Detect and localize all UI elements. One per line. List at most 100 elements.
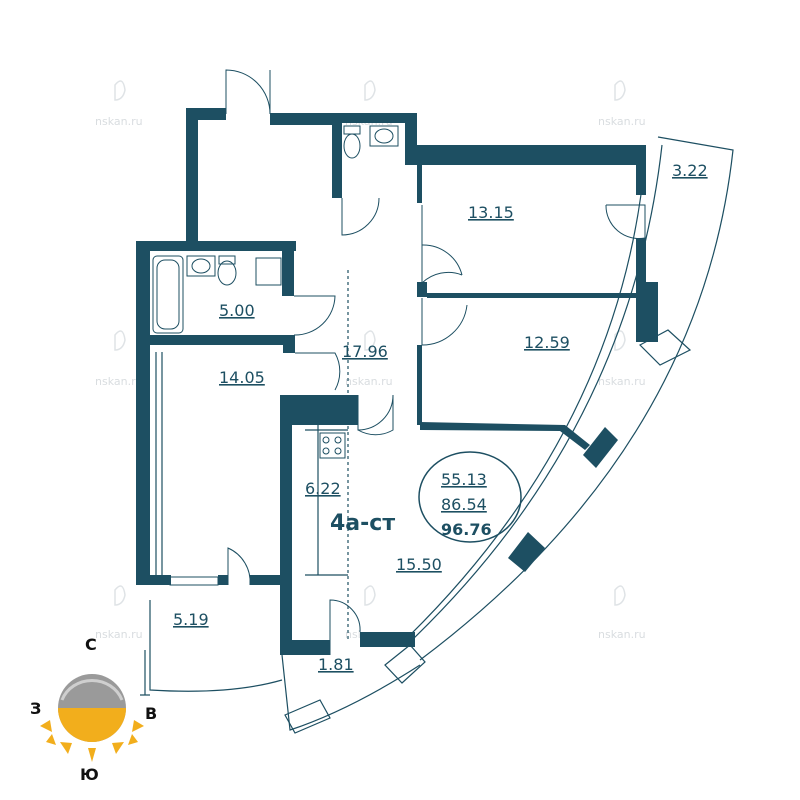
watermark-text: nskan.ru (598, 115, 646, 128)
room-label-loggia-sw: 5.19 (173, 610, 209, 629)
burner-icon (322, 436, 330, 444)
toilet-tank-icon (218, 255, 236, 265)
entry-door (225, 69, 271, 115)
toilet-icon (217, 260, 237, 286)
wall (636, 238, 646, 298)
kitchen-door-leaf (357, 395, 394, 436)
wc-toilet-icon (343, 133, 361, 159)
balcony-door (605, 204, 646, 240)
apartment-type: 4а-ст (330, 511, 395, 536)
room-label-kitchen: 6.22 (305, 479, 341, 498)
wall (136, 575, 171, 585)
burner-icon (334, 447, 342, 455)
loggia-door (227, 547, 251, 586)
room-label-balcony: 3.22 (672, 161, 708, 180)
sun-rays-icon (40, 720, 144, 762)
wall (427, 293, 642, 298)
living-area: 55.13 (441, 470, 487, 489)
wall (332, 113, 417, 123)
wc-sink-bowl-icon (374, 128, 394, 144)
wall (218, 575, 228, 585)
compass-south: Ю (80, 765, 99, 784)
bathtub-inner-icon (156, 259, 180, 330)
thin-lines (140, 136, 734, 731)
total-area-with-balcony: 96.76 (441, 520, 492, 539)
outer-glazing-line (419, 136, 734, 661)
wall (420, 422, 590, 450)
wall (280, 395, 358, 425)
wall (405, 145, 645, 165)
wall (417, 345, 422, 425)
room-label-loggia-s: 1.81 (318, 655, 354, 674)
bedroom1-door-leaf (421, 245, 463, 285)
watermark-text: nskan.ru (598, 375, 646, 388)
room-label-living: 15.50 (396, 555, 442, 574)
wall (417, 163, 422, 203)
wall (270, 113, 332, 125)
wall (280, 640, 330, 655)
wc-tank-icon (343, 125, 361, 135)
room-label-bedroom-1: 13.15 (468, 203, 514, 222)
wall (283, 335, 295, 353)
wall (136, 241, 150, 341)
column (384, 644, 426, 684)
wall (417, 282, 427, 297)
compass-east: В (145, 704, 157, 723)
room-label-bathroom: 5.00 (219, 301, 255, 320)
washer-icon (255, 257, 282, 286)
stove-icon (319, 432, 346, 459)
loggia-outline (149, 600, 283, 692)
area-badge-outline (418, 451, 522, 543)
walls (136, 108, 692, 734)
loggia-s-outline (281, 654, 421, 731)
kitchen-door (357, 394, 394, 431)
bedroom1-door (421, 205, 463, 276)
sink-bowl-icon (191, 258, 211, 274)
wc-sink-icon (369, 125, 399, 147)
wall (186, 108, 198, 248)
bathtub-icon (152, 255, 184, 334)
wall (250, 575, 290, 585)
compass-north: С (85, 635, 97, 654)
watermark-text: nskan.ru (95, 628, 143, 641)
watermark-text: nskan.ru (95, 115, 143, 128)
watermark-text: nskan.ru (345, 375, 393, 388)
globe-shine-icon (60, 679, 124, 701)
burner-icon (334, 436, 342, 444)
loggia-s-door (329, 599, 361, 655)
wc-door (341, 197, 380, 236)
facade-line (404, 159, 646, 641)
wall (136, 345, 150, 585)
wall (636, 282, 658, 342)
fixtures (152, 125, 399, 586)
bedroom2-door (421, 298, 468, 346)
wall-pier (508, 532, 545, 572)
wall-pier (583, 427, 618, 468)
watermark-text: nskan.ru (598, 628, 646, 641)
wall (136, 241, 296, 251)
wall (186, 108, 226, 120)
wall (332, 113, 342, 198)
room-label-room-w: 14.05 (219, 368, 265, 387)
doors (225, 69, 646, 655)
burner-icon (322, 447, 330, 455)
radiator-icon (169, 576, 219, 586)
sun-half-icon (58, 708, 126, 742)
wall (636, 145, 646, 195)
room-label-hall: 17.96 (342, 342, 388, 361)
room-labels: 3.22 13.15 5.00 17.96 12.59 14.05 6.22 1… (173, 161, 708, 674)
column (639, 329, 692, 366)
watermark-logo-icon (114, 80, 626, 606)
wall (280, 395, 292, 655)
inner-glazing-line (411, 144, 663, 641)
bath-door (293, 295, 336, 336)
wall (360, 632, 415, 647)
watermark-text: nskan.ru (95, 375, 143, 388)
sink-icon (186, 255, 216, 277)
compass-west: З (30, 699, 41, 718)
wall (282, 241, 294, 296)
room-w-door (295, 352, 341, 391)
area-summary: 55.13 86.54 96.76 (418, 451, 522, 543)
ac-unit (284, 699, 331, 734)
